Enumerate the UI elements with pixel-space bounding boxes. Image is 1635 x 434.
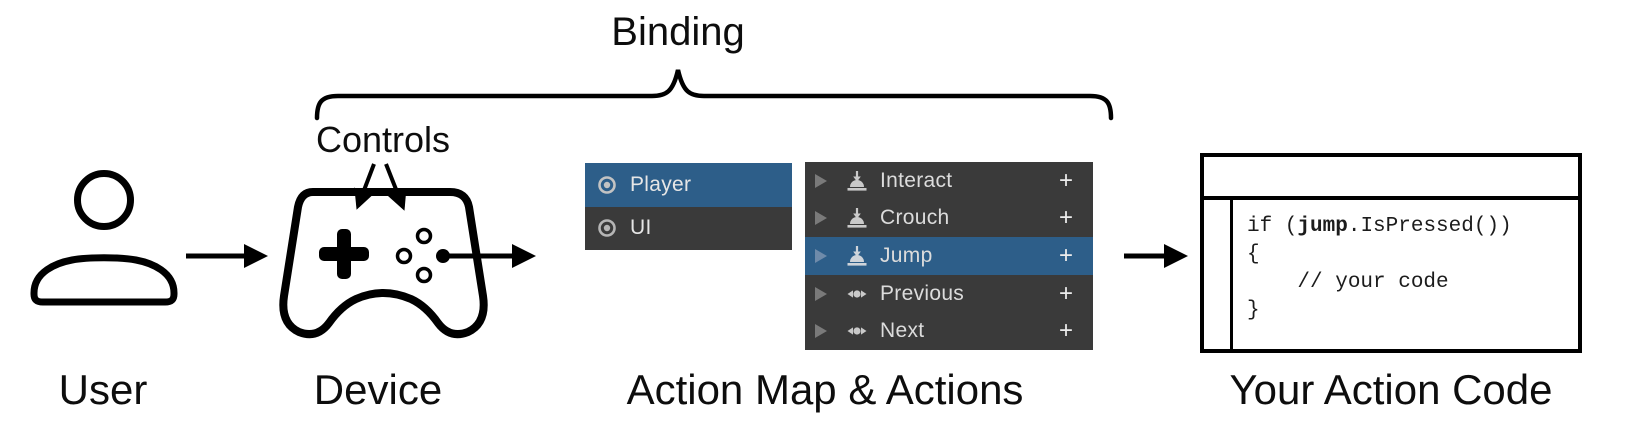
action-map-item-player[interactable]: Player (585, 163, 792, 207)
code-line: if (jump.IsPressed()) (1247, 215, 1512, 238)
add-binding-button[interactable]: + (1058, 166, 1073, 194)
action-map-label: Action Map & Actions (626, 366, 1024, 413)
add-binding-button[interactable]: + (1058, 204, 1073, 232)
action-label: Interact (880, 168, 953, 192)
action-map-item-ui[interactable]: UI (585, 206, 792, 250)
action-row-next[interactable]: Next + (805, 312, 1093, 350)
expand-triangle-icon[interactable] (814, 210, 828, 226)
gamepad-icon (279, 188, 488, 339)
action-label: Previous (880, 281, 965, 305)
device-label: Device (313, 366, 443, 413)
action-row-interact[interactable]: Interact + (805, 162, 1093, 200)
code-box-titlebar (1204, 157, 1578, 200)
add-binding-button[interactable]: + (1058, 317, 1073, 345)
button-press-icon (847, 208, 867, 228)
action-label: Jump (880, 243, 933, 267)
arrow-user-to-device (186, 244, 268, 268)
expand-triangle-icon[interactable] (814, 323, 828, 339)
code-line: } (1247, 299, 1260, 322)
expand-triangle-icon[interactable] (814, 173, 828, 189)
face-buttons-icon (395, 227, 450, 284)
code-box: if (jump.IsPressed()) { // your code } (1200, 153, 1582, 353)
user-label: User (58, 366, 148, 413)
expand-triangle-icon[interactable] (814, 286, 828, 302)
action-map-icon (598, 175, 616, 194)
action-map-item-label: Player (630, 172, 692, 196)
action-label: Crouch (880, 206, 950, 230)
button-press-icon (847, 245, 867, 266)
action-map-icon (598, 219, 616, 238)
actions-panel: Interact + Crouch + Jump + (805, 162, 1093, 350)
add-binding-button[interactable]: + (1058, 241, 1073, 269)
add-binding-button[interactable]: + (1058, 279, 1073, 307)
axis-icon (847, 327, 867, 335)
action-row-crouch[interactable]: Crouch + (805, 199, 1093, 238)
code-snippet: if (jump.IsPressed()) { // your code } (1247, 213, 1512, 325)
axis-icon (847, 289, 867, 298)
controls-label: Controls (315, 119, 451, 160)
binding-label: Binding (611, 10, 745, 54)
dpad-icon (319, 229, 369, 279)
binding-brace-shape (314, 69, 1114, 121)
action-label: Next (880, 319, 925, 343)
action-map-panel: Player UI (585, 163, 792, 250)
controls-arrows (354, 163, 407, 211)
arrow-actions-to-code (1124, 244, 1188, 268)
code-gutter-divider (1230, 200, 1233, 349)
user-icon (30, 170, 178, 306)
action-map-item-label: UI (630, 216, 652, 240)
arrow-device-to-actionmap (448, 244, 536, 268)
code-box-body: if (jump.IsPressed()) { // your code } (1204, 200, 1578, 349)
action-row-previous[interactable]: Previous + (805, 274, 1093, 313)
code-line: { (1247, 243, 1260, 266)
action-row-jump[interactable]: Jump + (805, 237, 1093, 275)
button-press-icon (847, 170, 867, 191)
expand-triangle-icon[interactable] (814, 248, 828, 264)
action-code-label: Your Action Code (1229, 366, 1553, 413)
code-line: // your code (1247, 271, 1449, 294)
